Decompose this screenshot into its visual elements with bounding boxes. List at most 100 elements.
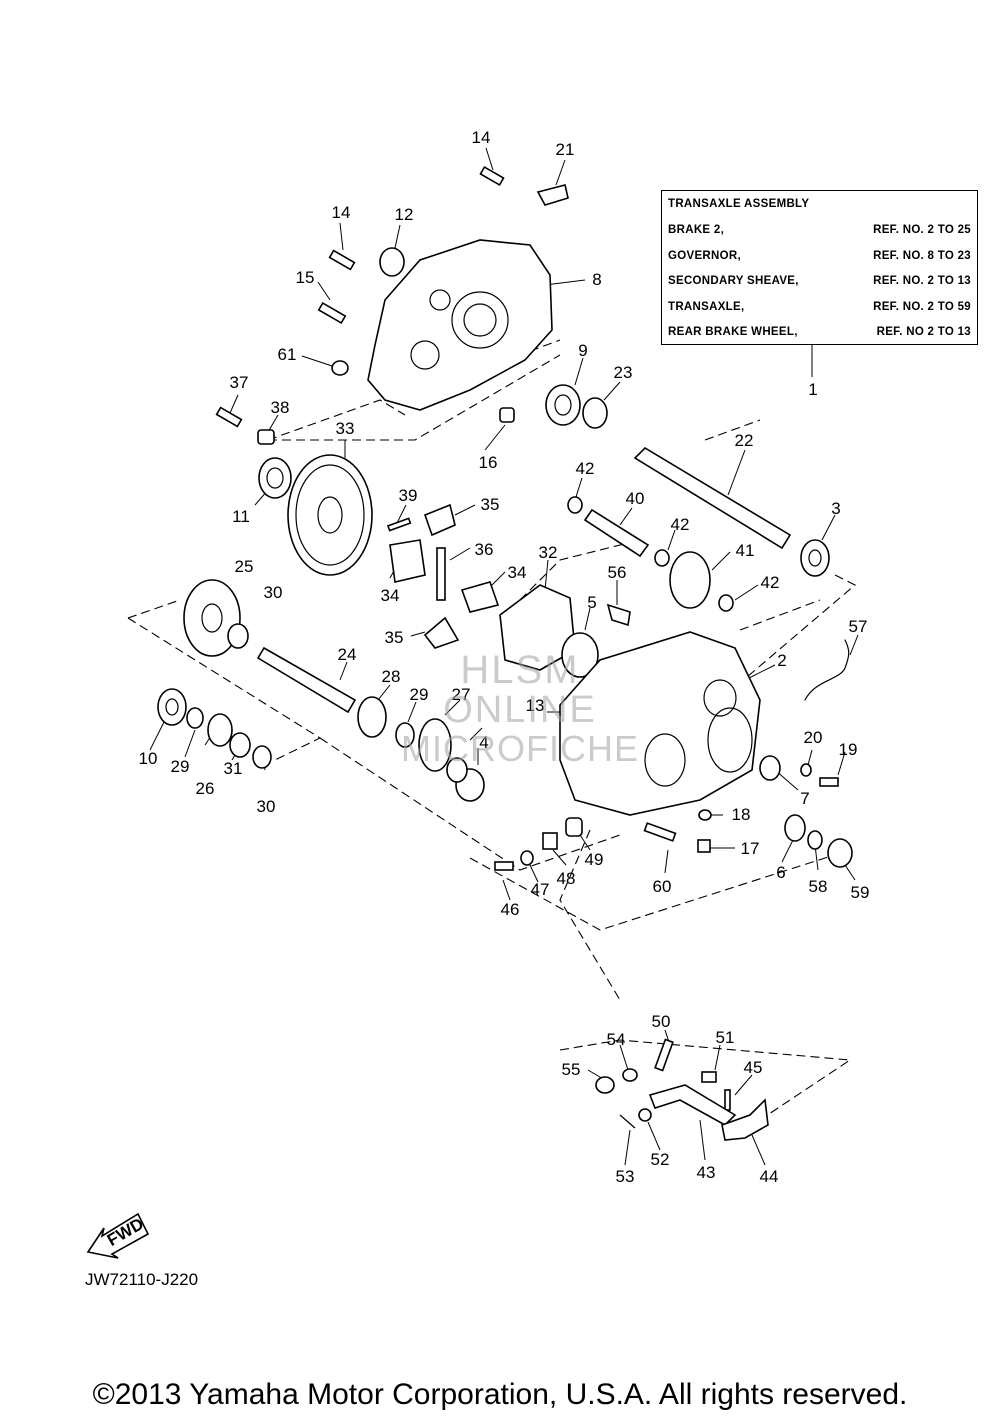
shaft-part <box>583 508 650 558</box>
washer-part <box>567 496 583 514</box>
pin-part <box>386 517 412 532</box>
spring-part <box>542 832 558 850</box>
callout-number: 23 <box>614 363 633 382</box>
fwd-arrow-icon <box>86 1212 150 1259</box>
bearing-part <box>446 757 468 783</box>
callout-number: 58 <box>809 877 828 896</box>
bushing-part <box>595 1076 615 1094</box>
callout-number: 8 <box>592 270 601 289</box>
callout-number: 29 <box>171 757 190 776</box>
washer-part <box>186 707 204 729</box>
reference-range: REF. NO 2 TO 13 <box>876 326 971 338</box>
reference-range: REF. NO. 2 TO 13 <box>873 275 971 287</box>
callout-number: 38 <box>271 398 290 417</box>
callout-number: 30 <box>264 583 283 602</box>
callout-number: 37 <box>230 373 249 392</box>
washer-part <box>718 594 734 612</box>
reference-row: SECONDARY SHEAVE, REF. NO. 2 TO 13 <box>668 275 971 291</box>
callout-number: 12 <box>395 205 414 224</box>
gear-part <box>418 718 452 772</box>
callout-number: 9 <box>578 341 587 360</box>
callout-number: 7 <box>800 789 809 808</box>
reference-table-header: TRANSAXLE ASSEMBLY <box>668 198 810 210</box>
callout-number: 39 <box>399 486 418 505</box>
reference-range: REF. NO. 2 TO 25 <box>873 224 971 236</box>
gear-part <box>183 579 241 657</box>
callout-number: 29 <box>410 685 429 704</box>
callout-number: 59 <box>851 883 870 902</box>
callout-number: 5 <box>587 593 596 612</box>
callout-number: 50 <box>652 1012 671 1031</box>
bearing-part <box>800 539 830 577</box>
callout-number: 51 <box>716 1028 735 1047</box>
callout-number: 42 <box>671 515 690 534</box>
shaft-part <box>256 646 357 714</box>
reference-row: REAR BRAKE WHEEL, REF. NO 2 TO 13 <box>668 326 971 342</box>
reference-name: REAR BRAKE WHEEL, <box>668 326 798 338</box>
callout-number: 11 <box>232 507 250 526</box>
callout-number: 46 <box>501 900 520 919</box>
hub-part <box>561 632 599 678</box>
callout-number: 47 <box>531 880 550 899</box>
bolt-part <box>328 249 356 271</box>
callout-number: 20 <box>804 728 823 747</box>
callout-number: 15 <box>296 268 315 287</box>
reference-range: REF. NO. 8 TO 23 <box>873 250 971 262</box>
washer-part <box>252 745 272 769</box>
hose-part <box>804 639 850 701</box>
shaft-part <box>633 446 792 550</box>
callout-number: 3 <box>831 499 840 518</box>
bolt-part <box>215 406 243 428</box>
callout-number: 52 <box>651 1150 670 1169</box>
washer-part <box>395 722 415 748</box>
pinion-gear-part <box>423 616 460 649</box>
reference-name: BRAKE 2, <box>668 224 725 236</box>
callout-number: 43 <box>697 1163 716 1182</box>
washer-part <box>638 1108 652 1122</box>
gear-part <box>669 551 711 609</box>
bolt-part <box>819 777 839 787</box>
washer-part <box>807 830 823 850</box>
copyright-notice: ©2013 Yamaha Motor Corporation, U.S.A. A… <box>92 1378 908 1411</box>
callout-number: 53 <box>616 1167 635 1186</box>
callout-number: 61 <box>278 345 297 364</box>
side-gear-part <box>460 581 500 613</box>
bolt-part <box>479 165 505 187</box>
gear-part <box>207 713 233 747</box>
side-gear-part <box>389 539 426 583</box>
pin-part <box>724 1089 731 1111</box>
pinion-gear-part <box>423 503 456 537</box>
plunger-part <box>565 817 583 837</box>
bolt-part <box>643 822 677 842</box>
callout-number: 40 <box>626 489 645 508</box>
callout-number: 30 <box>257 797 276 816</box>
bushing-part <box>229 732 251 758</box>
bearing-part <box>157 688 187 726</box>
callout-number: 13 <box>526 696 545 715</box>
reference-row: BRAKE 2, REF. NO. 2 TO 25 <box>668 224 971 240</box>
callout-number: 34 <box>381 586 400 605</box>
callout-number: 35 <box>385 628 404 647</box>
reference-range: REF. NO. 2 TO 59 <box>873 301 971 313</box>
shift-arm-part <box>648 1084 737 1126</box>
washer-part <box>520 850 534 866</box>
oil-seal-part <box>258 457 292 499</box>
shift-fork-part <box>721 1098 769 1141</box>
callout-number: 60 <box>653 877 672 896</box>
spring-part <box>619 1114 636 1129</box>
reference-name: SECONDARY SHEAVE, <box>668 275 799 287</box>
callout-number: 56 <box>608 563 627 582</box>
plug-part <box>697 839 711 853</box>
bolt-part <box>317 301 347 325</box>
gearbox-cover-part <box>367 239 553 411</box>
callout-number: 33 <box>336 419 355 438</box>
callout-number: 57 <box>849 617 868 636</box>
callout-number: 14 <box>332 203 351 222</box>
callout-number: 36 <box>475 540 494 559</box>
callout-number: 1 <box>808 380 817 399</box>
bolt-part <box>701 1071 717 1083</box>
callout-number: 34 <box>508 563 527 582</box>
callout-number: 18 <box>732 805 751 824</box>
ring-gear-part <box>287 454 373 576</box>
